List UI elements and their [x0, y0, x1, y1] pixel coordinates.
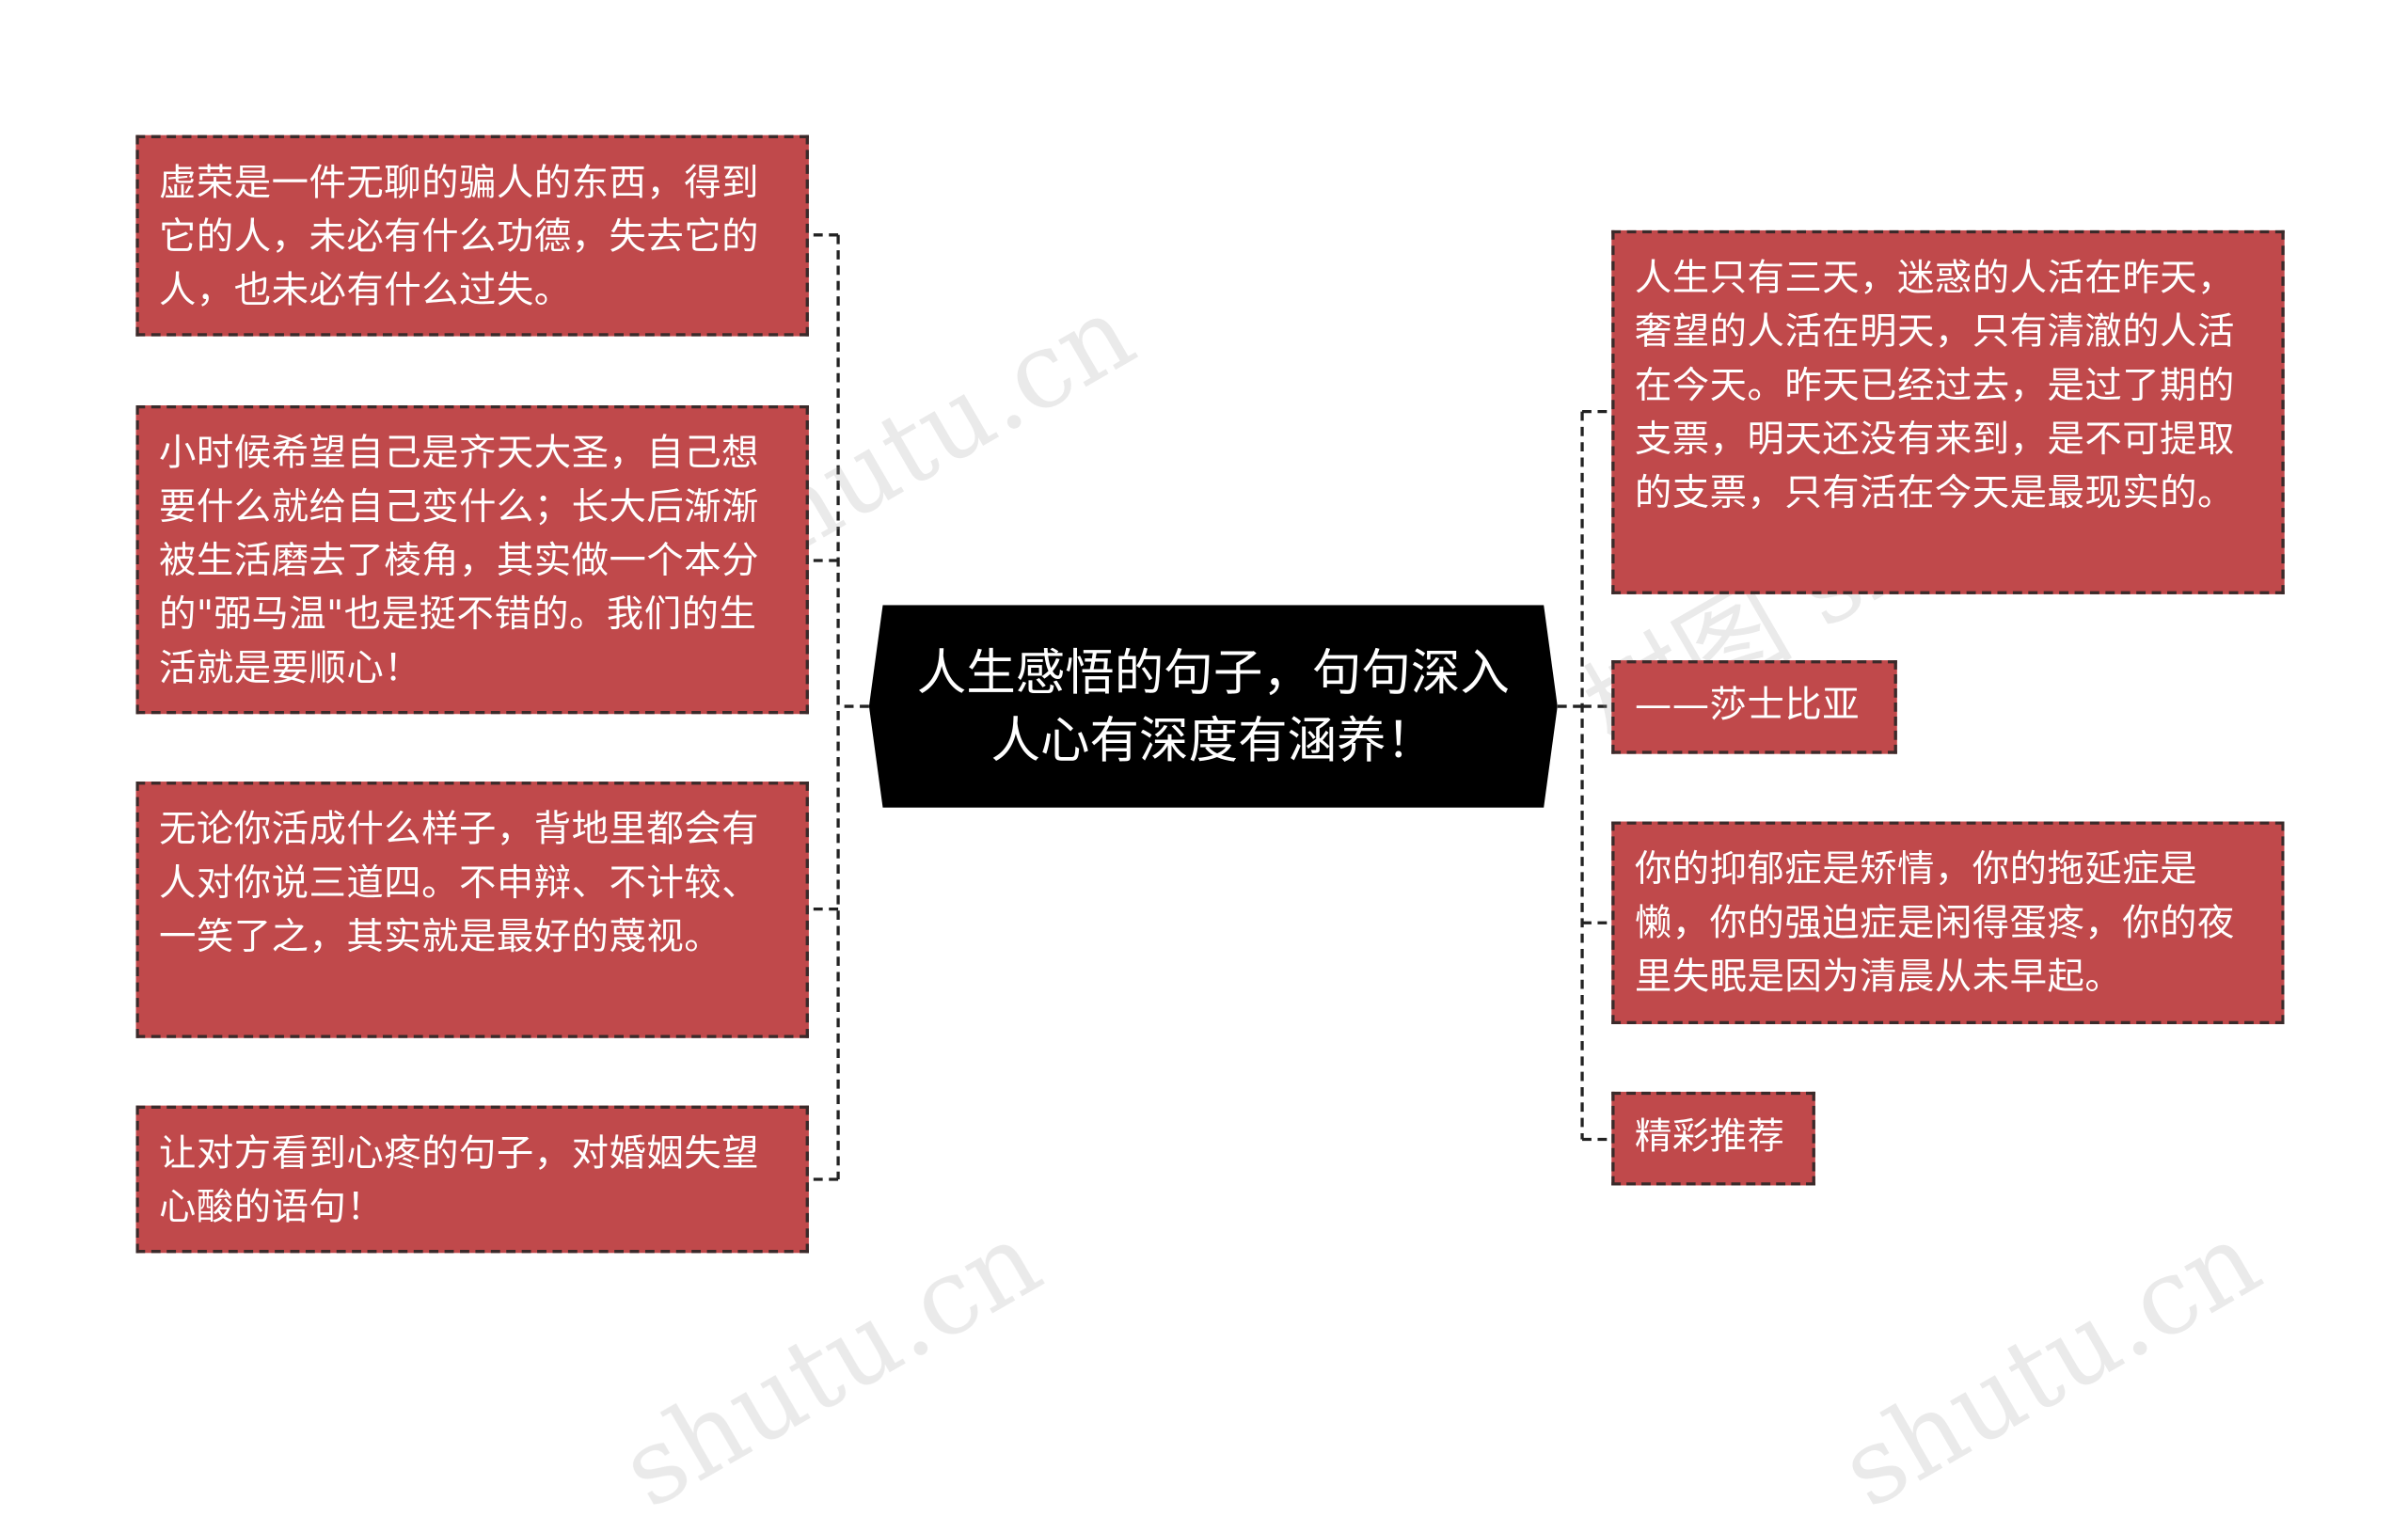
- right-node-2[interactable]: ——莎士比亚: [1611, 660, 1897, 754]
- root-topic[interactable]: 人生感悟的句子，句句深入人心有深度有涵养！: [868, 605, 1558, 808]
- node-text: 无论你活成什么样子，背地里都会有人对你说三道四。不申辩、不计较、一笑了之，其实就…: [159, 807, 760, 958]
- node-text: ——莎士比亚: [1634, 683, 1861, 727]
- right-node-4[interactable]: 精彩推荐: [1611, 1091, 1815, 1186]
- left-node-2[interactable]: 小时候希望自己是齐天大圣，自己想要什么就给自己变什么；长大后渐渐被生活磨去了棱角…: [135, 405, 809, 715]
- mindmap-canvas: 树图 shutu.cn shutu.cn 树图 shutu.cn shutu.c…: [135, 134, 2285, 1532]
- node-text: 虚荣是一件无聊的骗人的东西，得到它的人，未必有什么功德，失去它的人，也未必有什么…: [159, 161, 760, 312]
- right-node-3[interactable]: 你的抑郁症是矫情，你的拖延症是懒，你的强迫症是闲得蛋疼，你的夜里失眠是因为清晨从…: [1611, 821, 2285, 1025]
- node-text: 精彩推荐: [1634, 1114, 1785, 1159]
- node-text: 人生只有三天，迷惑的人活在昨天，奢望的人活在明天，只有清澈的人活在今天。昨天已经…: [1634, 256, 2235, 514]
- connector-lines: [807, 233, 1613, 1181]
- left-node-3[interactable]: 无论你活成什么样子，背地里都会有人对你说三道四。不申辩、不计较、一笑了之，其实就…: [135, 782, 809, 1038]
- left-node-4[interactable]: 让对方看到心疼的句子，对婚姻失望心酸的语句！: [135, 1105, 809, 1254]
- node-text: 小时候希望自己是齐天大圣，自己想要什么就给自己变什么；长大后渐渐被生活磨去了棱角…: [159, 431, 760, 690]
- left-node-1[interactable]: 虚荣是一件无聊的骗人的东西，得到它的人，未必有什么功德，失去它的人，也未必有什么…: [135, 134, 809, 337]
- root-topic-label: 人生感悟的句子，句句深入人心有深度有涵养！: [916, 643, 1510, 770]
- right-node-1[interactable]: 人生只有三天，迷惑的人活在昨天，奢望的人活在明天，只有清澈的人活在今天。昨天已经…: [1611, 229, 2285, 594]
- node-text: 让对方看到心疼的句子，对婚姻失望心酸的语句！: [159, 1131, 760, 1229]
- node-text: 你的抑郁症是矫情，你的拖延症是懒，你的强迫症是闲得蛋疼，你的夜里失眠是因为清晨从…: [1634, 847, 2235, 999]
